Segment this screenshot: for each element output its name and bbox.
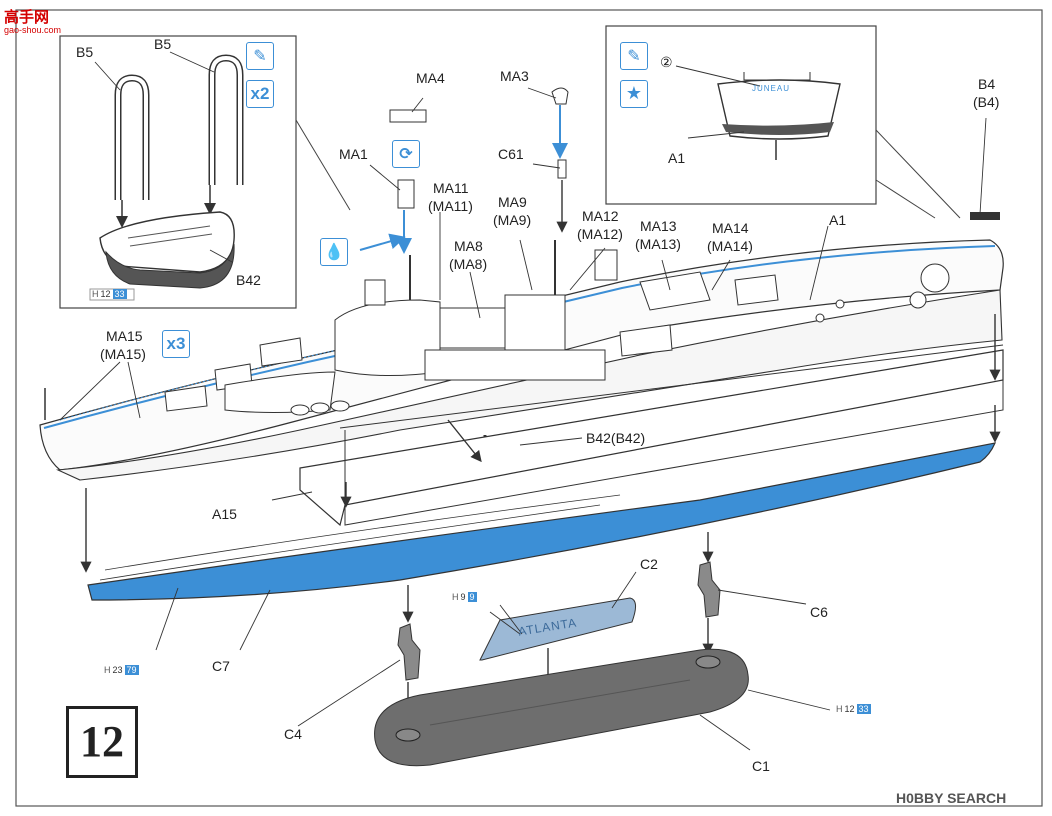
superstructure (44, 240, 779, 420)
label-ma15-alt: (MA15) (100, 346, 146, 362)
part-c1-stand (374, 648, 749, 767)
label-c2: C2 (640, 556, 658, 572)
page-frame (15, 9, 1043, 807)
label-c61: C61 (498, 146, 524, 162)
label-b42: B42(B42) (586, 430, 646, 446)
label-ma9-alt: (MA9) (493, 212, 532, 228)
label-b5-left: B5 (76, 44, 94, 60)
label-ma11-alt: (MA11) (428, 198, 473, 214)
label-ma1: MA1 (339, 146, 368, 162)
label-a15: A15 (212, 506, 237, 522)
watermark-brand: 高手网 (4, 8, 50, 26)
label-ma9: MA9 (498, 194, 527, 210)
label-ma15: MA15 (106, 328, 143, 344)
label-ma13-alt: (MA13) (635, 236, 681, 252)
watermark-url: gao-shou.com (4, 25, 62, 35)
label-ma13: MA13 (640, 218, 677, 234)
paint-brush-icon: ✎ (246, 42, 274, 70)
label-ma8: MA8 (454, 238, 483, 254)
part-c4 (397, 623, 421, 681)
label-c6: C6 (810, 604, 828, 620)
inset-stern (605, 25, 961, 219)
label-b4-alt: (B4) (973, 94, 1000, 110)
multiplier-x2: x2 (246, 80, 274, 108)
label-ma14-alt: (MA14) (707, 238, 753, 254)
label-decal-no: ② (660, 54, 673, 70)
multiplier-x3: x3 (162, 330, 190, 358)
cement-drop-icon: 💧 (320, 238, 348, 266)
step-number: 12 (66, 706, 138, 778)
part-c7 (87, 442, 996, 601)
paint-brush-icon: ✎ (620, 42, 648, 70)
label-a1-inset: A1 (668, 150, 686, 166)
label-ma14: MA14 (712, 220, 749, 236)
label-ma8-alt: (MA8) (449, 256, 488, 272)
part-c6 (697, 561, 721, 618)
label-a1-hull: A1 (829, 212, 847, 228)
label-c1: C1 (752, 758, 770, 774)
paint-code: H 23 79 (104, 665, 139, 675)
label-c7: C7 (212, 658, 230, 674)
label-b5-right: B5 (154, 36, 172, 52)
part-c2-plate (479, 597, 636, 661)
flip-icon: ⟳ (392, 140, 420, 168)
label-b4: B4 (978, 76, 996, 92)
label-ma11: MA11 (433, 180, 469, 196)
label-ma4: MA4 (416, 70, 445, 86)
label-b42-inset: B42 (236, 272, 261, 288)
watermark-hobbysearch: H0BBY SEARCH (896, 790, 1007, 806)
paint-code: H 9 9 (452, 592, 477, 602)
stern-nameplate: JUNEAU (752, 84, 791, 93)
paint-code: H 12 33 (836, 704, 871, 714)
inset-lifeboat (59, 35, 351, 309)
label-ma12: MA12 (582, 208, 619, 224)
decal-star-icon: ★ (620, 80, 648, 108)
label-c4: C4 (284, 726, 302, 742)
label-ma3: MA3 (500, 68, 529, 84)
label-ma12-alt: (MA12) (577, 226, 623, 242)
leader-lines (59, 51, 987, 751)
small-parts (359, 87, 569, 470)
paint-code: H 12 33 (92, 289, 127, 299)
